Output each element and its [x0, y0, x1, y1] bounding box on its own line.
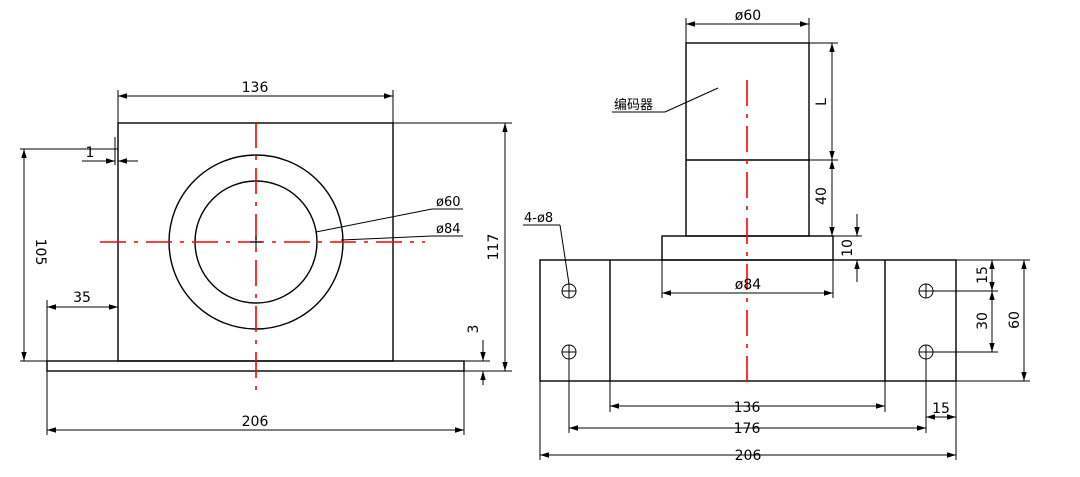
dim-flange-thickness: 10 [840, 239, 856, 257]
dim-offset-small: 1 [86, 145, 95, 161]
callout-inner-dia: ø60 [436, 195, 461, 210]
leader-outer-dia [340, 235, 433, 241]
callout-encoder: 编码器 [614, 98, 653, 113]
dim-left-offset: 35 [73, 290, 91, 306]
dim-encoder-length: L [814, 98, 830, 106]
dim-top-width: 136 [242, 80, 269, 96]
mounting-hole-top-right [918, 283, 934, 299]
dim-edge-offset: 15 [932, 401, 950, 417]
side-view: ø60 L 40 10 ø84 15 30 60 [523, 8, 1030, 464]
callout-outer-dia: ø84 [436, 222, 461, 237]
leader-holes [559, 224, 570, 285]
dim-base-height: 60 [1007, 311, 1023, 329]
mounting-hole-bottom-left [561, 344, 577, 360]
dim-inner-width: 136 [734, 400, 761, 416]
dim-encoder-dia: ø60 [735, 8, 761, 24]
side-base [539, 259, 957, 382]
dim-height-right: 117 [486, 234, 502, 261]
dim-section-height: 40 [814, 187, 830, 205]
dim-flange-dia: ø84 [735, 277, 761, 293]
dim-hole-spacing-top: 15 [975, 266, 991, 284]
dim-hole-spacing-mid: 30 [975, 312, 991, 330]
dim-base-thickness: 3 [466, 325, 482, 334]
leader-inner-dia [315, 208, 433, 233]
leader-encoder [664, 87, 719, 113]
mounting-hole-top-left [561, 283, 577, 299]
mounting-hole-bottom-right [918, 344, 934, 360]
dim-side-base-width: 206 [735, 448, 762, 464]
callout-holes: 4-ø8 [524, 211, 553, 226]
dim-hole-span: 176 [734, 421, 761, 437]
front-view: 136 1 105 117 35 3 206 ø60 [20, 80, 512, 435]
dim-base-width: 206 [242, 414, 269, 430]
dim-height-left: 105 [32, 239, 48, 266]
